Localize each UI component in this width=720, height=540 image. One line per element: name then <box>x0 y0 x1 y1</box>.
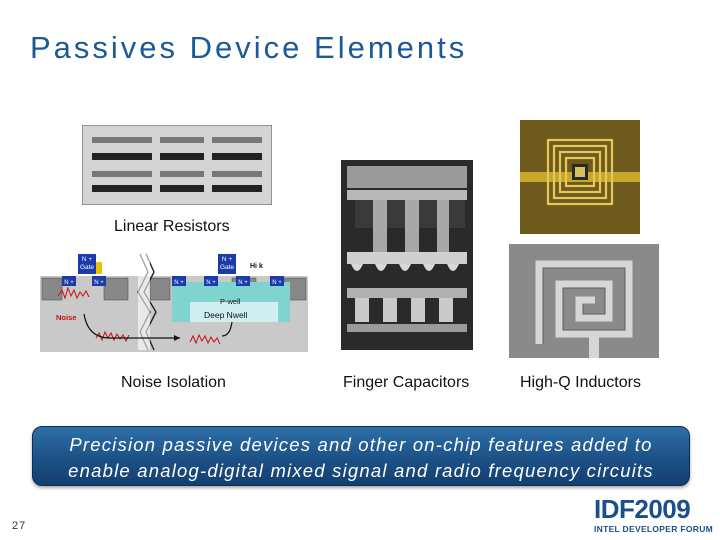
banner-line-1: Precision passive devices and other on-c… <box>69 434 653 455</box>
gate-label: N + <box>82 256 93 263</box>
pwell-label: P-well <box>220 297 241 306</box>
nplus-label-5: N + <box>238 280 248 286</box>
inductor-color-image <box>520 120 640 234</box>
logo-main-text: IDF2009 <box>594 494 691 524</box>
gate-label-right-2: Gate <box>220 264 234 271</box>
linear-resistors-label: Linear Resistors <box>114 218 230 235</box>
slide-title: Passives Device Elements <box>30 30 468 65</box>
finger-capacitors-label: Finger Capacitors <box>343 374 470 391</box>
deep-nwell-label: Deep Nwell <box>204 310 248 320</box>
high-q-inductors-label: High-Q Inductors <box>520 374 641 391</box>
hik-label: Hi k <box>250 263 263 270</box>
gate-label-right: N + <box>222 256 233 263</box>
linear-resistors-image <box>82 125 272 205</box>
logo-sub-text: INTEL DEVELOPER FORUM <box>594 524 714 534</box>
gate-label-2: Gate <box>80 264 94 271</box>
nplus-label-3: N + <box>174 280 184 286</box>
inductor-sem-image <box>509 244 659 358</box>
nplus-label-6: N + <box>272 280 282 286</box>
nplus-label-4: N + <box>206 280 216 286</box>
summary-banner: Precision passive devices and other on-c… <box>32 426 690 486</box>
noise-isolation-diagram: N + Gate N + Gate N + N + N + N + N + N … <box>40 253 308 352</box>
finger-capacitors-image <box>341 160 473 350</box>
page-number: 27 <box>12 520 27 532</box>
banner-line-2: enable analog-digital mixed signal and r… <box>68 460 654 481</box>
noise-label: Noise <box>56 313 76 322</box>
nplus-label-2: N + <box>94 280 104 286</box>
nplus-label-1: N + <box>64 280 74 286</box>
idf-logo: IDF2009 INTEL DEVELOPER FORUM <box>594 494 713 534</box>
noise-isolation-label: Noise Isolation <box>121 374 226 391</box>
